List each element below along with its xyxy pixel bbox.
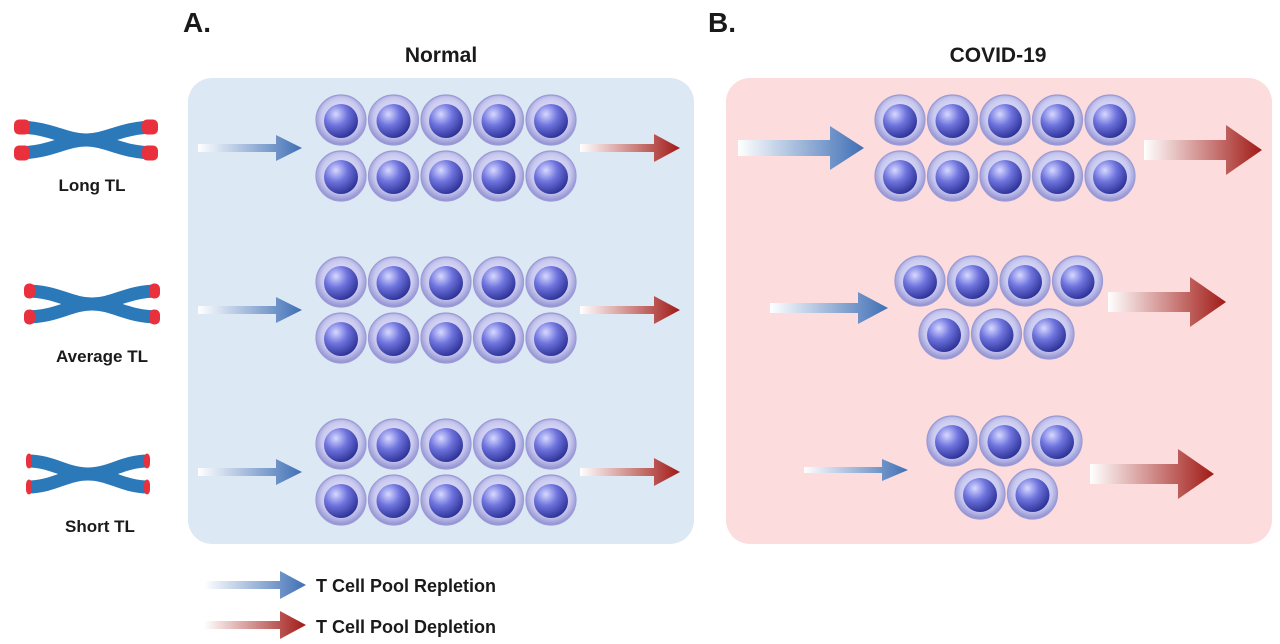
panel-covid-title: COVID-19 <box>950 44 1047 67</box>
t-cell <box>315 418 367 470</box>
t-cell <box>1084 150 1136 202</box>
t-cell <box>420 312 472 364</box>
repletion-arrow-normal-average <box>198 297 302 323</box>
t-cell <box>918 308 970 360</box>
row-label-average-tl: Average TL <box>56 347 148 366</box>
chromosome-3-icon <box>26 453 150 495</box>
t-cell <box>420 94 472 146</box>
t-cell <box>367 94 420 146</box>
depletion-arrow-covid-short <box>1090 449 1214 499</box>
t-cell <box>1006 468 1059 520</box>
repletion-arrow-normal-long <box>198 135 302 161</box>
t-cell <box>954 468 1006 520</box>
depletion-arrow-normal-long <box>580 134 680 162</box>
t-cell <box>926 94 979 146</box>
t-cell <box>979 150 1031 202</box>
legend-repletion-arrow <box>204 571 306 599</box>
depletion-arrow-normal-average <box>580 296 680 324</box>
repletion-arrow-covid-average <box>770 292 888 324</box>
panel-b-letter: B. <box>708 7 736 38</box>
t-cell <box>979 94 1031 146</box>
t-cell <box>315 256 367 308</box>
t-cell <box>472 418 525 470</box>
chromosome-2-icon <box>24 283 160 325</box>
t-cell <box>525 474 577 526</box>
t-cell <box>472 256 525 308</box>
t-cell <box>1031 150 1084 202</box>
repletion-arrow-covid-long <box>738 126 864 170</box>
t-cell <box>367 150 420 202</box>
t-cell <box>1023 308 1075 360</box>
t-cell <box>315 474 367 526</box>
repletion-arrow-covid-short <box>804 459 908 481</box>
t-cell <box>315 150 367 202</box>
t-cell <box>874 150 926 202</box>
t-cell <box>1031 415 1083 467</box>
t-cell <box>978 415 1031 467</box>
t-cell <box>420 256 472 308</box>
t-cell <box>525 312 577 364</box>
t-cell <box>367 474 420 526</box>
legend-repletion-label: T Cell Pool Repletion <box>316 576 496 596</box>
t-cell <box>315 94 367 146</box>
row-label-short-tl: Short TL <box>65 517 135 536</box>
t-cell <box>926 415 978 467</box>
t-cell <box>525 150 577 202</box>
t-cell <box>315 312 367 364</box>
legend-depletion-label: T Cell Pool Depletion <box>316 617 496 637</box>
t-cell <box>420 418 472 470</box>
t-cell <box>525 94 577 146</box>
t-cell <box>1031 94 1084 146</box>
depletion-arrow-covid-long <box>1144 125 1262 175</box>
t-cell <box>970 308 1023 360</box>
t-cell <box>420 150 472 202</box>
t-cell <box>525 418 577 470</box>
t-cell <box>525 256 577 308</box>
t-cell <box>367 312 420 364</box>
t-cell <box>367 418 420 470</box>
t-cell <box>946 255 999 307</box>
t-cell <box>926 150 979 202</box>
t-cell <box>472 150 525 202</box>
repletion-arrow-normal-short <box>198 459 302 485</box>
t-cell <box>999 255 1051 307</box>
row-label-long-tl: Long TL <box>58 176 125 195</box>
t-cell <box>1084 94 1136 146</box>
t-cell <box>1051 255 1104 307</box>
t-cell <box>367 256 420 308</box>
depletion-arrow-normal-short <box>580 458 680 486</box>
chromosome-1-icon <box>14 119 158 161</box>
depletion-arrow-covid-average <box>1108 277 1226 327</box>
t-cell <box>874 94 926 146</box>
panel-a-letter: A. <box>183 7 211 38</box>
t-cell <box>472 94 525 146</box>
panel-normal-title: Normal <box>405 44 477 67</box>
legend-depletion-arrow <box>204 611 306 639</box>
t-cell <box>472 474 525 526</box>
t-cell <box>894 255 946 307</box>
t-cell <box>420 474 472 526</box>
t-cell <box>472 312 525 364</box>
